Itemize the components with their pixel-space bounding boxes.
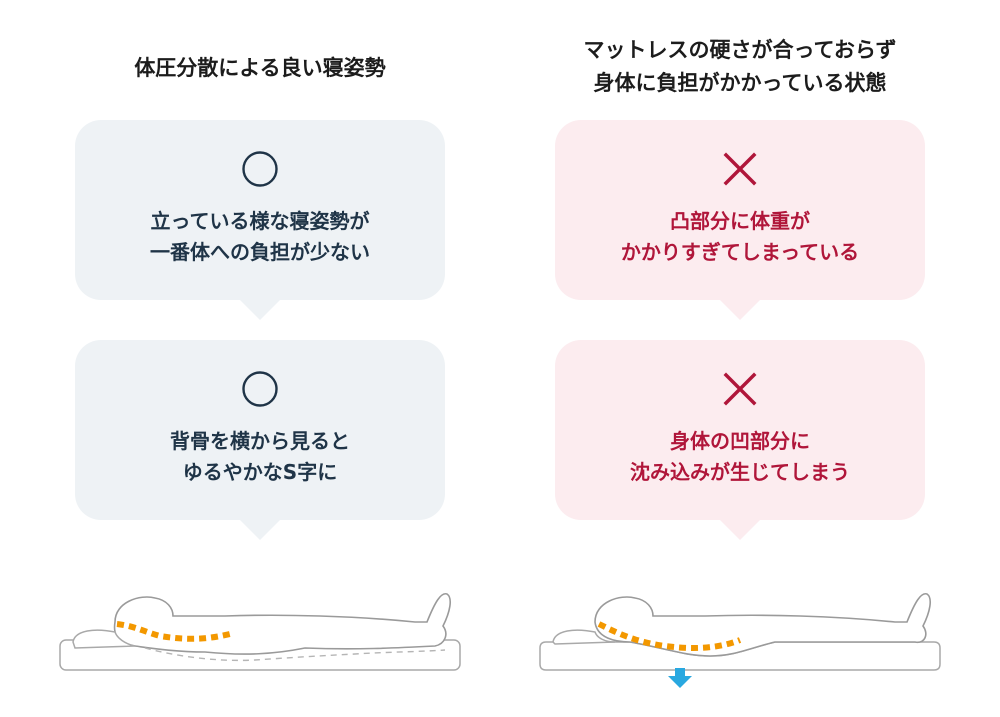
good-point-bubble-2: 背骨を横から見ると ゆるやかなS字に	[75, 340, 445, 540]
bad-point-text-2: 身体の凹部分に 沈み込みが生じてしまう	[630, 429, 850, 484]
circle-icon	[242, 371, 278, 407]
sink-arrow-icon	[668, 668, 692, 688]
body-outline	[113, 593, 452, 655]
good-posture-figure	[59, 593, 461, 671]
bad-posture-heading: マットレスの硬さが合っておらず 身体に負担がかかっている状態	[583, 38, 897, 95]
pillow	[72, 629, 136, 649]
cross-icon	[723, 372, 757, 406]
good-point-bubble-1: 立っている様な寝姿勢が 一番体への負担が少ない	[75, 120, 445, 320]
spine-s-curve	[116, 621, 231, 642]
bad-point-bubble-2: 身体の凹部分に 沈み込みが生じてしまう	[555, 340, 925, 540]
bad-point-bubble-1: 凸部分に体重が かかりすぎてしまっている	[555, 120, 925, 320]
good-point-text-1: 立っている様な寝姿勢が 一番体への負担が少ない	[150, 209, 370, 264]
body-underside-dashes	[144, 647, 446, 662]
circle-icon	[242, 151, 278, 187]
spine-sag-curve	[597, 621, 742, 651]
bad-posture-figure	[539, 593, 941, 688]
bad-point-text-1: 凸部分に体重が かかりすぎてしまっている	[620, 209, 860, 264]
body-outline	[594, 593, 932, 657]
pillow	[552, 629, 616, 645]
good-posture-heading: 体圧分散による良い寝姿勢	[134, 56, 386, 80]
good-point-text-2: 背骨を横から見ると ゆるやかなS字に	[170, 429, 350, 484]
cross-icon	[723, 152, 757, 186]
